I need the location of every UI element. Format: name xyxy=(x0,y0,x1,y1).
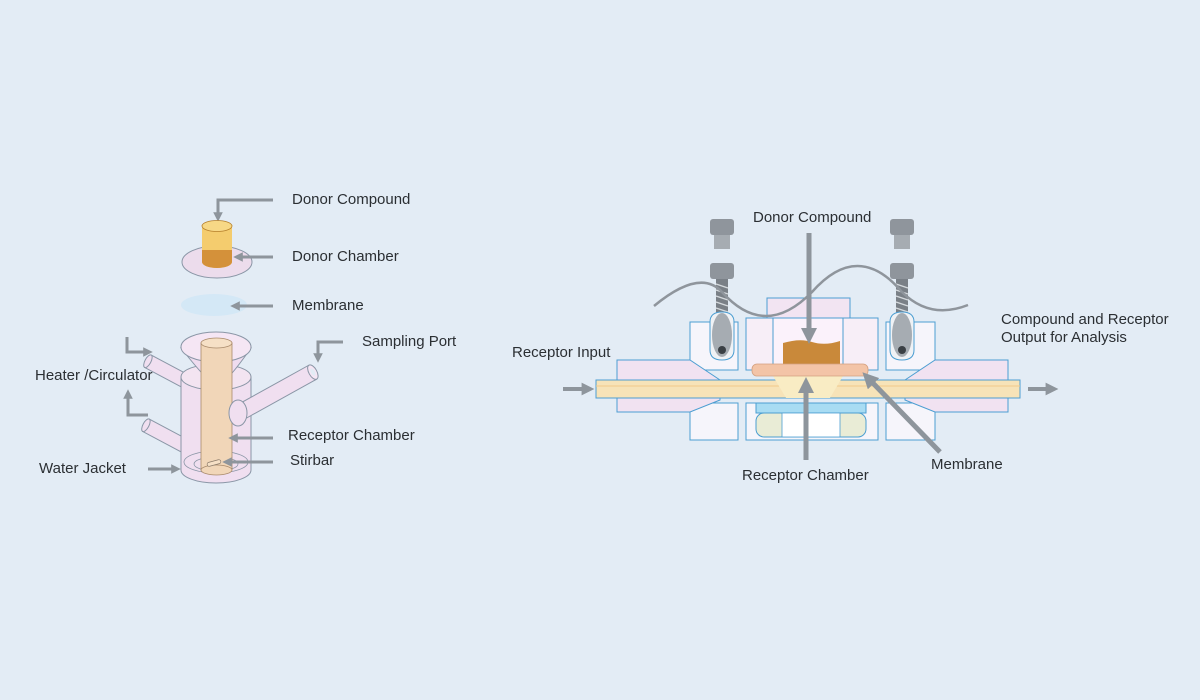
receptor-chamber-label: Receptor Chamber xyxy=(288,427,415,444)
heater-circulator-label: Heater /Circulator xyxy=(35,367,153,384)
donor-compound-arrow xyxy=(213,198,273,222)
receptor-input-label: Receptor Input xyxy=(512,344,611,361)
franz-cell xyxy=(123,198,343,484)
output-label-line2: Output for Analysis xyxy=(1001,329,1127,346)
flow-through-cell xyxy=(563,219,1059,460)
clamp-wire xyxy=(653,264,969,318)
sampling-port-arm xyxy=(228,364,319,427)
left-clamp-knob xyxy=(709,311,735,361)
membrane-arrow-right xyxy=(862,372,942,454)
donor-compound-label: Donor Compound xyxy=(292,191,411,208)
heater-in-arrow xyxy=(125,337,153,357)
receptor-chamber-tube xyxy=(200,337,233,476)
lower-block xyxy=(689,402,936,441)
output-label-line1: Compound and Receptor xyxy=(1001,311,1169,328)
sampling-port-arrow xyxy=(313,340,343,363)
donor-compound-fill xyxy=(783,340,840,366)
stirbar-shape xyxy=(206,459,222,467)
donor-chamber xyxy=(181,220,253,279)
membrane-label: Membrane xyxy=(292,297,364,314)
donor-chamber-label: Donor Chamber xyxy=(292,248,399,265)
left-clamp xyxy=(710,219,734,321)
right-clamp-knob xyxy=(889,311,915,361)
right-clamp xyxy=(890,219,914,321)
stirbar-label: Stirbar xyxy=(290,452,335,469)
membrane-layer xyxy=(751,363,869,377)
heater-out-arrow xyxy=(123,389,148,417)
membrane-label-right: Membrane xyxy=(931,456,1003,473)
water-jacket-label: Water Jacket xyxy=(39,460,126,477)
sampling-port-label: Sampling Port xyxy=(362,333,457,350)
donor-compound-label-right: Donor Compound xyxy=(753,209,872,226)
receptor-chamber-label-right: Receptor Chamber xyxy=(742,467,869,484)
